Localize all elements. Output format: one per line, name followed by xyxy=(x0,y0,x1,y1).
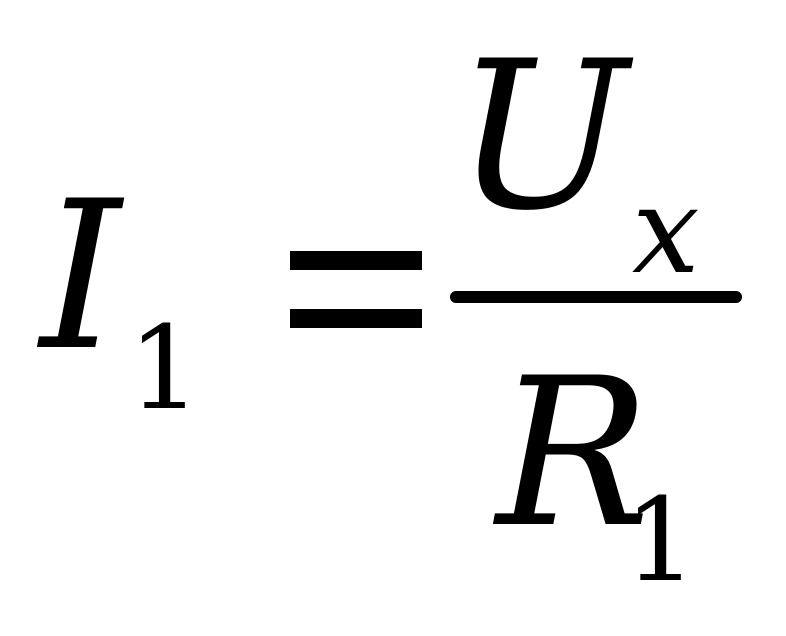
fraction-bar xyxy=(450,291,742,303)
denominator-symbol: R xyxy=(496,335,651,573)
numerator-symbol: U xyxy=(455,18,628,256)
numerator-subscript: x xyxy=(632,162,700,301)
equals-sign-bottom-bar xyxy=(290,309,422,328)
equals-sign-top-bar xyxy=(290,251,422,270)
denominator-subscript: 1 xyxy=(624,474,698,608)
lhs-symbol: I xyxy=(40,158,121,396)
lhs-subscript: 1 xyxy=(128,302,202,436)
